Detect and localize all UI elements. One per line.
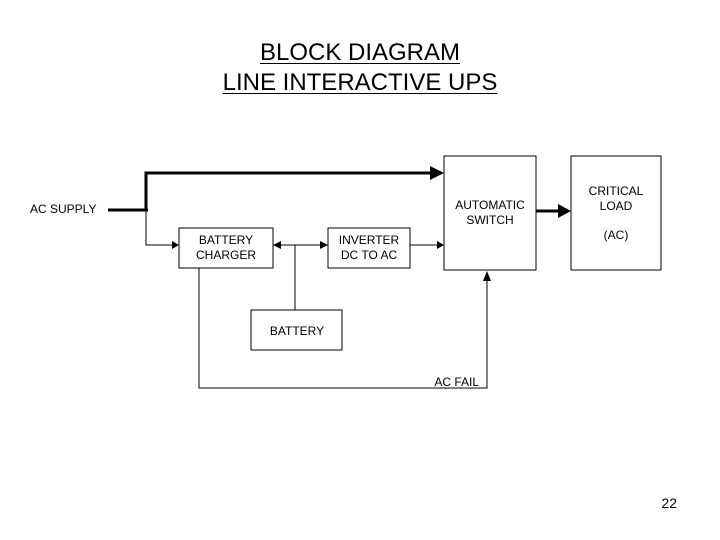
critical-load-label-1: CRITICAL — [589, 184, 644, 198]
switch-load-arrow — [558, 204, 571, 218]
ac-supply-label: AC SUPPLY — [30, 202, 96, 216]
supply-to-charger-line — [145, 210, 172, 246]
title-line-1-text: BLOCK DIAGRAM — [259, 39, 461, 66]
inverter-label-1: INVERTER — [339, 233, 400, 247]
bypass-arrow — [430, 166, 444, 180]
inverter-box — [327, 227, 411, 269]
ac-fail-label: AC FAIL — [434, 375, 479, 389]
title-line-2: LINE INTERACTIVE UPS — [0, 68, 720, 98]
battery-box — [250, 309, 343, 351]
charger-inverter-arrow-left — [273, 241, 281, 249]
inverter-switch-arrow — [437, 241, 444, 249]
critical-load-label-3: (AC) — [604, 228, 629, 242]
critical-load-label-2: LOAD — [600, 199, 633, 213]
inverter-label-2: DC TO AC — [341, 248, 398, 262]
ac-fail-line — [198, 268, 488, 389]
automatic-switch-label-1: AUTOMATIC — [455, 198, 525, 212]
title-line-2-text: LINE INTERACTIVE UPS — [222, 69, 498, 96]
bypass-line — [144, 171, 430, 210]
automatic-switch-label-2: SWITCH — [466, 213, 513, 227]
supply-to-charger-arrow — [172, 241, 179, 249]
page-number: 22 — [661, 495, 677, 511]
battery-charger-box — [178, 227, 274, 269]
critical-load-box — [570, 155, 662, 271]
battery-charger-label-2: CHARGER — [196, 248, 256, 262]
battery-charger-label-1: BATTERY — [199, 233, 253, 247]
charger-inverter-arrow-right — [320, 241, 328, 249]
ac-fail-arrow — [483, 271, 491, 281]
automatic-switch-box — [443, 155, 537, 271]
title-line-1: BLOCK DIAGRAM — [0, 38, 720, 68]
battery-label: BATTERY — [270, 324, 324, 338]
